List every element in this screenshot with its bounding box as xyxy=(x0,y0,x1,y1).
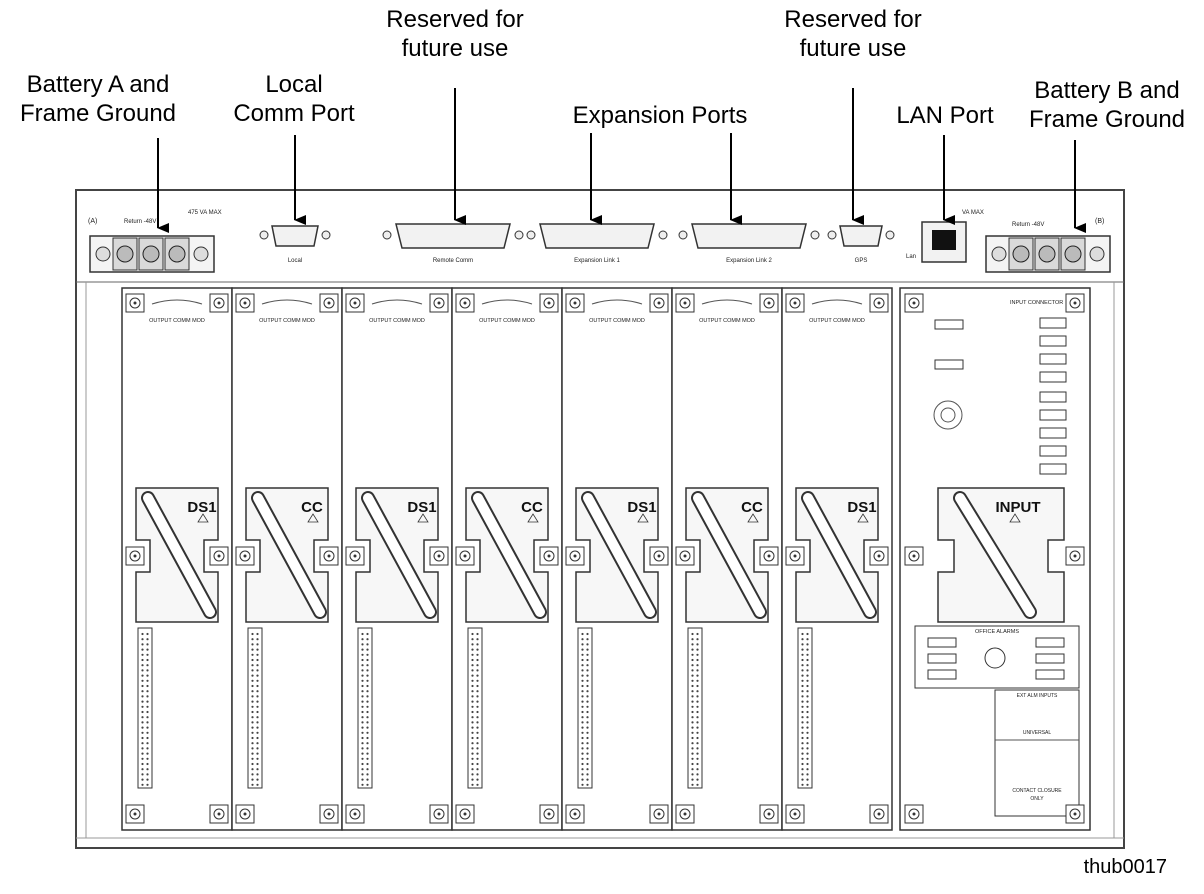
remote-comm-label: Remote Comm xyxy=(433,258,473,264)
contact-closure-label: CONTACT CLOSURE xyxy=(1012,788,1062,794)
gps-connector: GPS xyxy=(827,225,895,264)
module-header: OUTPUT COMM MOD xyxy=(149,318,205,324)
module-header: OUTPUT COMM MOD xyxy=(479,318,535,324)
callout-lan-port: LAN Port xyxy=(896,102,994,129)
battery-a-terminal-block: (A) Return -48V 475 VA MAX xyxy=(88,210,222,273)
figure-id: thub0017 xyxy=(1083,856,1167,878)
gps-connector-label: GPS xyxy=(855,258,868,264)
terminal-a-id: (A) xyxy=(88,218,97,225)
universal-label: UNIVERSAL xyxy=(1023,730,1052,736)
terminal-a-rating: 475 VA MAX xyxy=(188,210,222,216)
terminal-b-id: (B) xyxy=(1095,218,1104,225)
module-card: OUTPUT COMM MOD DS1 xyxy=(781,287,893,831)
only-label: ONLY xyxy=(1030,796,1044,802)
input-module: INPUT CONNECTOR INPUT OFFICE ALARMS xyxy=(899,287,1091,831)
terminal-b-rating: VA MAX xyxy=(962,210,984,216)
terminal-b-text: Return -48V xyxy=(1012,222,1044,228)
input-connector-header: INPUT CONNECTOR xyxy=(1010,300,1063,306)
module-header: OUTPUT COMM MOD xyxy=(699,318,755,324)
remote-comm-connector: Remote Comm xyxy=(382,223,524,264)
module-label: CC xyxy=(741,499,763,516)
module-header: OUTPUT COMM MOD xyxy=(589,318,645,324)
office-alarms-label: OFFICE ALARMS xyxy=(975,629,1019,635)
lan-port: Lan xyxy=(906,221,967,263)
ext-alm-inputs-label: EXT ALM INPUTS xyxy=(1017,693,1058,699)
module-label: DS1 xyxy=(407,499,436,516)
module-label: DS1 xyxy=(847,499,876,516)
expansion-link-2-label: Expansion Link 2 xyxy=(726,258,772,264)
local-comm-connector: Local xyxy=(259,225,331,264)
module-card: OUTPUT COMM MOD DS1 xyxy=(561,287,673,831)
expansion-link-2-connector: Expansion Link 2 xyxy=(678,223,820,264)
module-label: CC xyxy=(301,499,323,516)
expansion-link-1-connector: Expansion Link 1 xyxy=(526,223,668,264)
battery-b-terminal-block: (B) Return -48V VA MAX xyxy=(962,210,1111,273)
expansion-link-1-label: Expansion Link 1 xyxy=(574,258,620,264)
module-card: OUTPUT COMM MOD CC xyxy=(231,287,343,831)
module-card: OUTPUT COMM MOD CC xyxy=(451,287,563,831)
terminal-a-text: Return -48V xyxy=(124,219,156,225)
module-card: OUTPUT COMM MOD DS1 xyxy=(121,287,233,831)
lan-label: Lan xyxy=(906,254,916,260)
module-label: CC xyxy=(521,499,543,516)
callout-arrows xyxy=(157,88,1086,233)
callout-expansion-ports: Expansion Ports xyxy=(572,102,748,129)
module-header: OUTPUT COMM MOD xyxy=(259,318,315,324)
module-card: OUTPUT COMM MOD DS1 xyxy=(341,287,453,831)
local-connector-label: Local xyxy=(288,258,302,264)
module-card: OUTPUT COMM MOD CC xyxy=(671,287,783,831)
input-module-label: INPUT xyxy=(996,499,1041,516)
module-header: OUTPUT COMM MOD xyxy=(369,318,425,324)
module-label: DS1 xyxy=(187,499,216,516)
module-header: OUTPUT COMM MOD xyxy=(809,318,865,324)
module-label: DS1 xyxy=(627,499,656,516)
